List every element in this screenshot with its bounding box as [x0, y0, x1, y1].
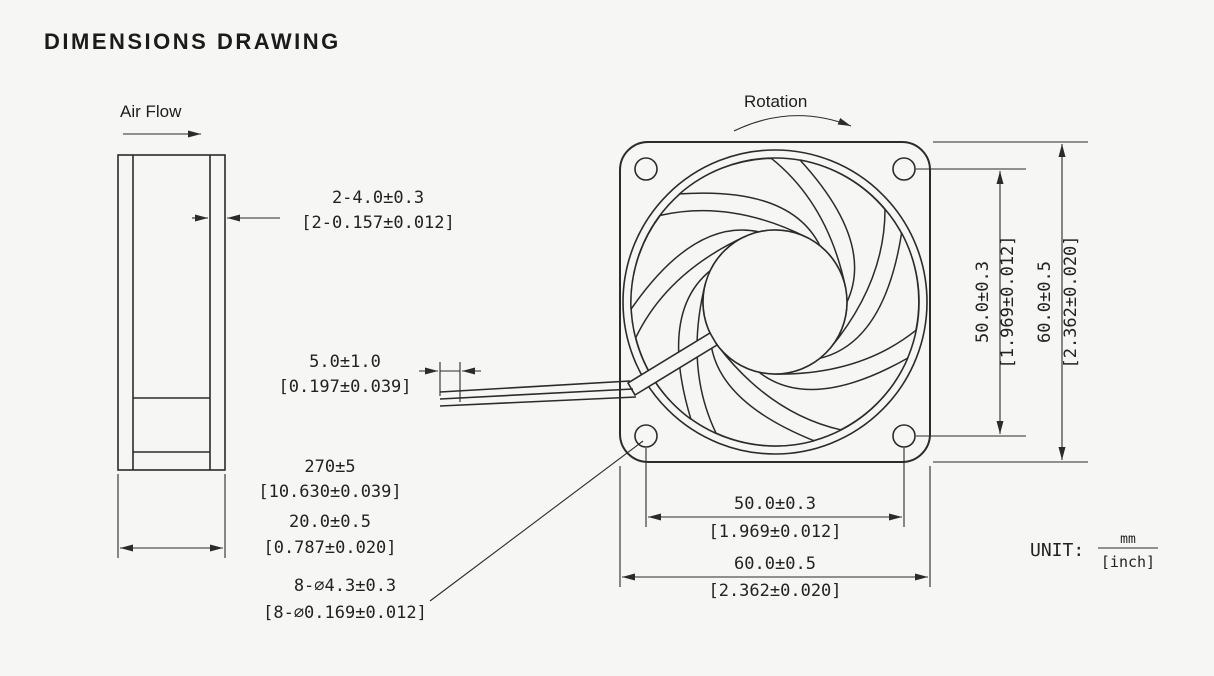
fan-venturi-outer-circle [622, 149, 928, 455]
dim-hole-pitch-horizontal-mm: 50.0±0.3 [734, 494, 816, 514]
dim-frame-width-mm: 60.0±0.5 [734, 554, 816, 574]
dim-frame-width-lines [619, 466, 931, 587]
lead-wire-line-2 [439, 388, 634, 400]
unit-mm: mm [1120, 532, 1136, 547]
side-view-outline [117, 154, 226, 471]
fan-front-view [611, 126, 956, 479]
dim-frame-height-mm: 60.0±0.5 [1035, 261, 1055, 343]
air-flow-label: Air Flow [120, 102, 182, 121]
dim-holes-inch: [8-⌀0.169±0.012] [263, 603, 427, 623]
lead-wire-line-1 [439, 380, 631, 393]
dim-frame-height-inch: [2.362±0.020] [1061, 235, 1081, 368]
unit-inch: [inch] [1101, 553, 1155, 571]
dim-frame-height-lines [933, 141, 1088, 463]
dim-holes-mm: 8-⌀4.3±0.3 [294, 576, 396, 596]
fan-side-view [117, 154, 226, 471]
dim-lead-length-mm: 270±5 [304, 457, 355, 477]
fan-hub [702, 229, 848, 375]
mounting-hole-top-left [634, 157, 658, 181]
unit-label: UNIT: [1030, 540, 1084, 561]
dim-hole-pitch-vertical-lines [916, 168, 1026, 437]
wire-exit-terminal [626, 331, 719, 397]
dim-holes-leader-line [429, 440, 644, 602]
dim-flange-mm: 2-4.0±0.3 [332, 188, 424, 208]
dim-hole-pitch-vertical-mm: 50.0±0.3 [973, 261, 993, 343]
mounting-hole-bottom-left [634, 424, 658, 448]
lead-wire-line-3 [439, 396, 637, 407]
unit-block: UNIT: mm [inch] [1030, 532, 1158, 571]
mounting-hole-top-right [892, 157, 916, 181]
dim-lead-strip-inch: [0.197±0.039] [278, 377, 411, 397]
rotation-label: Rotation [744, 92, 807, 111]
lead-wires [439, 380, 637, 407]
dim-lead-length-inch: [10.630±0.039] [258, 482, 401, 502]
dim-lead-strip-mm: 5.0±1.0 [309, 352, 381, 372]
dim-hole-pitch-horizontal-inch: [1.969±0.012] [708, 522, 841, 542]
dim-depth-mm: 20.0±0.5 [289, 512, 371, 532]
fan-frame-outline [619, 141, 931, 463]
dim-hole-pitch-vertical-inch: [1.969±0.012] [998, 235, 1018, 368]
dim-depth-inch: [0.787±0.020] [263, 538, 396, 558]
rotation-arrow-icon [733, 115, 852, 132]
page-title: DIMENSIONS DRAWING [44, 29, 341, 54]
dim-frame-width-inch: [2.362±0.020] [708, 581, 841, 601]
dim-depth-lines [117, 474, 226, 558]
dim-hole-pitch-horizontal-lines [645, 448, 905, 527]
mounting-hole-bottom-right [892, 424, 916, 448]
dim-lead-strip-lines [419, 362, 481, 402]
dim-flange-inch: [2-0.157±0.012] [301, 213, 455, 233]
